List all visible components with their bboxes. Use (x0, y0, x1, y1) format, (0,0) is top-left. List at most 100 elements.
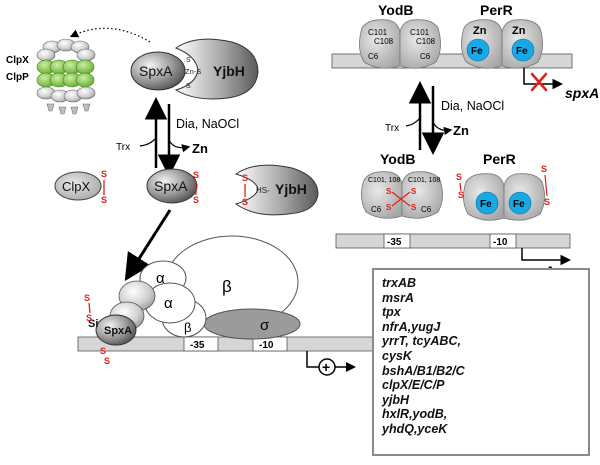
c101-108-right: C101, 108 (408, 177, 440, 184)
perr-fe-right-mid (508, 191, 532, 215)
clpx-disulfide: S S (101, 169, 107, 205)
alpha-label-1: α (156, 270, 165, 287)
svg-text:S: S (101, 169, 107, 179)
clpp-barrel (36, 59, 95, 88)
svg-text:Fe: Fe (471, 46, 483, 57)
box-minus35-bottom (183, 336, 219, 352)
c101-left: C101 (368, 28, 388, 37)
spxa-protein-top (130, 51, 186, 91)
sigma-label: σ (260, 317, 270, 334)
gene-entry: yjbH (382, 392, 410, 407)
clpx-ring-bottom (36, 86, 96, 103)
svg-text:S: S (193, 170, 199, 180)
dia-naocl-label-right: Dia, NaOCl (441, 99, 504, 113)
perr-dimer-reduced: Zn Zn Fe Fe (461, 19, 543, 69)
plus-label: + (322, 359, 330, 375)
svg-text:S: S (104, 356, 110, 366)
zn-label-right: Zn (453, 123, 469, 138)
dia-naocl-label-left: Dia, NaOCl (176, 117, 239, 131)
minus35-label-mid: -35 (387, 237, 402, 248)
clpx-ring-top (36, 38, 96, 62)
clpxp-protease: ClpX ClpP (6, 38, 96, 115)
svg-text:S: S (411, 203, 417, 212)
gene-entry: nfrA,yugJ (382, 319, 441, 334)
spxa-label-bottom: SpxA (104, 325, 132, 337)
arrow-to-genes (346, 362, 356, 372)
gene-entry: msrA (382, 290, 414, 305)
spxa-protein-mid (146, 168, 198, 204)
yodb-label-mid: YodB (380, 151, 416, 167)
spxa-protein-bottom (95, 314, 137, 346)
perr-zn-left: Zn (473, 25, 487, 37)
spxa-label-top: SpxA (139, 63, 173, 79)
yjbh-protein (174, 38, 259, 100)
gene-entry: cysK (382, 348, 412, 363)
clpx-label: ClpX (6, 55, 29, 66)
spxa-disulfide: S S (193, 170, 199, 205)
hs-label: HS- (256, 186, 270, 195)
si-label: Si (88, 318, 98, 330)
derepressed-spxa-promoter: YodB C101, 108 C101, 108 C6 C6 S S S S P… (335, 151, 571, 279)
activation-arrow (124, 209, 172, 282)
transcription-start-arrow-mid (521, 248, 571, 266)
perr-fe-left (466, 38, 490, 62)
zn-label-left: Zn (192, 141, 208, 156)
perr-label-top: PerR (480, 2, 513, 18)
beta-label: β (222, 277, 232, 296)
rnap-sigma-subunit (203, 308, 301, 340)
c108-right: C108 (416, 37, 436, 46)
box-minus35-mid (383, 233, 411, 249)
minus10-label-bottom: -10 (259, 340, 274, 351)
c6-left-mid: C6 (371, 205, 382, 214)
gene-entry: yhdQ,yceK (382, 421, 448, 436)
yodb-disulfides: S S S S (386, 187, 417, 212)
gene-entry: clpX/E/C/P (382, 378, 445, 393)
degradation-dotted-arrow (69, 27, 151, 43)
yjbh-disulfide: S S (242, 173, 248, 207)
rnap-promoter-complex: -35 -10 α α β β σ SpxA Si S S S S + (77, 235, 377, 376)
yodb-dimer-oxidized: C101, 108 C101, 108 C6 C6 S S S S (361, 171, 443, 219)
svg-text:S: S (544, 197, 550, 207)
spxa-yjbh-complex: SpxA YjbH Zn-S S S (130, 38, 259, 100)
perr-disulfide-right: S S (541, 164, 550, 207)
svg-text:S: S (386, 187, 392, 196)
perr-dimer-oxidized: Fe Fe S S S S (456, 164, 550, 221)
box-minus10-mid (489, 233, 517, 249)
svg-text:Fe: Fe (480, 199, 492, 210)
svg-text:S: S (84, 293, 90, 303)
gene-entry: trxAB (382, 276, 417, 290)
svg-text:S: S (386, 203, 392, 212)
spxa-disulfide-bottom-lower: S S (100, 346, 110, 366)
repressed-spxa-promoter: -35 -10 YodB C101 C108 C101 C108 C6 C6 P… (331, 2, 599, 101)
svg-text:S: S (411, 187, 417, 196)
beta-prime-label: β (184, 320, 191, 335)
c108-left: C108 (374, 37, 394, 46)
trx-label-right: Trx (385, 123, 399, 134)
perr-label-mid: PerR (483, 151, 516, 167)
svg-text:S: S (100, 346, 106, 356)
alpha-label-2: α (164, 295, 173, 312)
clpx-protein (54, 171, 102, 201)
repression-x-mark (530, 72, 548, 92)
svg-text:S: S (458, 190, 464, 200)
yodb-label-top: YodB (378, 2, 414, 18)
perr-disulfide-left: S S (456, 172, 464, 200)
svg-text:S: S (86, 313, 92, 323)
c101-right: C101 (410, 28, 430, 37)
transcription-start-arrow-top (523, 68, 563, 90)
yodb-dimer-reduced: C101 C108 C101 C108 C6 C6 (359, 19, 441, 69)
gene-entry: yrrT, tcyABC, (382, 334, 461, 349)
spxa-disulfide-bottom-upper: S S (84, 293, 92, 323)
spxa-label-mid: SpxA (154, 178, 188, 194)
svg-text:S: S (101, 195, 107, 205)
oxidized-row-left: ClpX S S SpxA S S HS- YjbH S S (54, 164, 319, 216)
perr-zn-right: Zn (512, 25, 526, 37)
perr-fe-left-mid (475, 191, 499, 215)
yjbh-label-top: YjbH (213, 63, 245, 79)
svg-text:S: S (242, 173, 248, 183)
minus35-label-bottom: -35 (190, 340, 205, 351)
trx-label-left: Trx (116, 142, 130, 153)
c6-right-mid: C6 (421, 205, 432, 214)
svg-text:Fe: Fe (513, 199, 525, 210)
